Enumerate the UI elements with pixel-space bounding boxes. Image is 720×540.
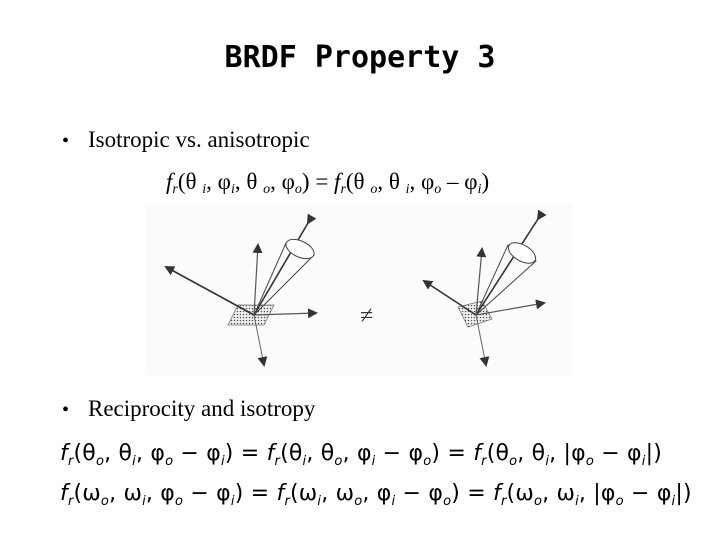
left-normal-ray	[252, 243, 263, 316]
not-equal-sign: ≠	[360, 303, 373, 329]
right-down-ray	[475, 314, 490, 367]
left-surface-diagram	[164, 213, 318, 367]
left-lobe-cap	[285, 238, 315, 260]
left-reflect-ray-b	[253, 308, 318, 319]
left-reflect-ray-a	[164, 266, 255, 316]
bullet-text: Reciprocity and isotropy	[88, 396, 316, 421]
brdf-diagram: ≠	[164, 209, 547, 367]
reciprocity-equation-omega: fr(ωo, ωi, φo − φi) = fr(ωi, ωo, φi − φo…	[60, 481, 692, 509]
right-surface-diagram	[422, 209, 547, 367]
right-lobe-cap	[507, 242, 537, 264]
right-incident-ray	[475, 209, 547, 316]
right-reflect-ray-b	[475, 299, 546, 316]
bullet-marker: •	[62, 399, 70, 421]
right-reflect-ray-a	[422, 279, 477, 316]
bullet-text: Isotropic vs. anisotropic	[88, 127, 310, 152]
slide-title: BRDF Property 3	[224, 40, 496, 75]
bullet-isotropic: • Isotropic vs. anisotropic	[62, 127, 310, 153]
left-incident-ray	[253, 213, 317, 316]
bullet-marker: •	[62, 130, 70, 152]
left-surface-patch	[227, 304, 275, 326]
isotropy-formula: fr(θ i, φi, θ o, φo) = fr(θ o, θ i, φo –…	[166, 169, 490, 197]
brdf-diagram-figure: ≠	[146, 205, 572, 375]
reciprocity-equation-theta: fr(θo, θi, φo − φi) = fr(θi, θo, φi − φo…	[60, 441, 662, 469]
left-down-ray	[253, 314, 268, 367]
bullet-reciprocity: • Reciprocity and isotropy	[62, 396, 315, 422]
right-normal-ray	[475, 247, 487, 316]
